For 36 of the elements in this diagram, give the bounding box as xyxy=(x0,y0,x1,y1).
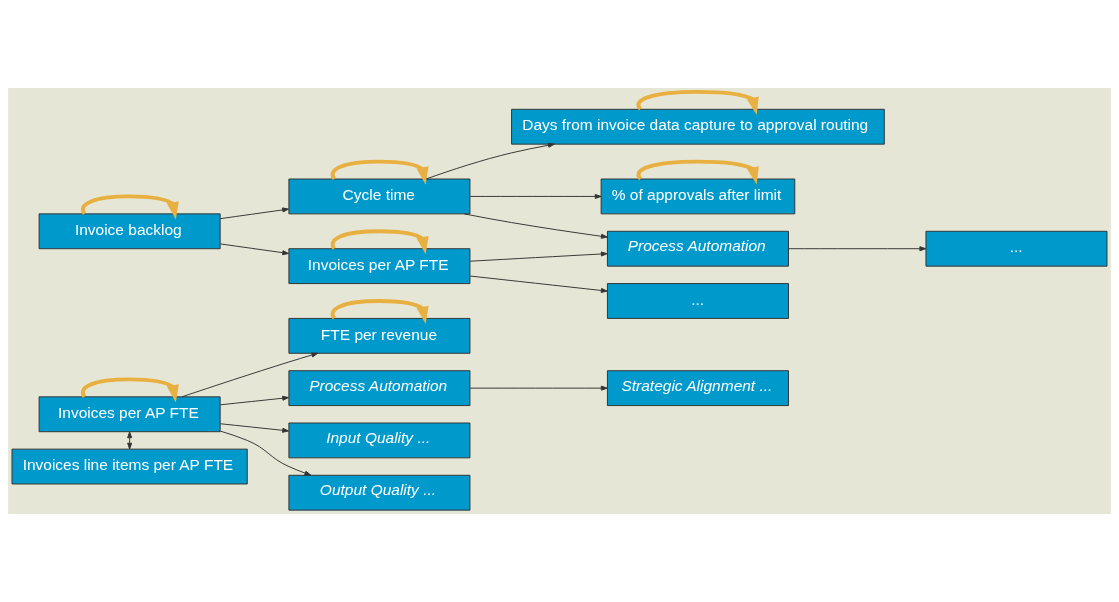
arrow xyxy=(219,395,289,406)
node-box: Strategic Alignment ... xyxy=(606,370,789,407)
node-box: % of approvals after limit xyxy=(600,178,796,215)
arrow xyxy=(219,207,289,220)
node-box: Process Automation xyxy=(288,370,471,407)
arrow xyxy=(330,299,429,325)
node-box: Invoices per AP FTE xyxy=(288,248,471,285)
arrow xyxy=(330,229,429,255)
arrow xyxy=(425,142,555,180)
node-box: Input Quality ... xyxy=(288,422,471,459)
node-box: Process Automation xyxy=(606,230,789,267)
node-box: ... xyxy=(925,230,1108,267)
arrow xyxy=(219,423,289,433)
node-box: Cycle time xyxy=(288,178,471,215)
node-box: ... xyxy=(606,283,789,319)
arrow xyxy=(219,243,289,256)
node-box: Invoices line items per AP FTE xyxy=(11,448,248,485)
node-box: Days from invoice data capture to approval routing xyxy=(511,108,885,145)
arrow xyxy=(219,430,312,476)
node-box: Invoices per AP FTE xyxy=(38,396,221,433)
arrow xyxy=(469,385,608,391)
node-box: FTE per revenue xyxy=(288,317,471,354)
arrow xyxy=(636,159,759,185)
arrow xyxy=(469,193,602,199)
arrow xyxy=(788,246,927,252)
arrow xyxy=(469,251,608,262)
arrow xyxy=(469,275,608,293)
arrow xyxy=(81,377,179,403)
arrow xyxy=(127,431,133,450)
arrow xyxy=(330,159,429,185)
arrow xyxy=(81,194,179,220)
node-box: Output Quality ... xyxy=(288,474,471,511)
arrow xyxy=(636,89,759,115)
arrow xyxy=(181,352,319,398)
node-box: Invoice backlog xyxy=(38,213,221,250)
arrow xyxy=(463,213,608,239)
